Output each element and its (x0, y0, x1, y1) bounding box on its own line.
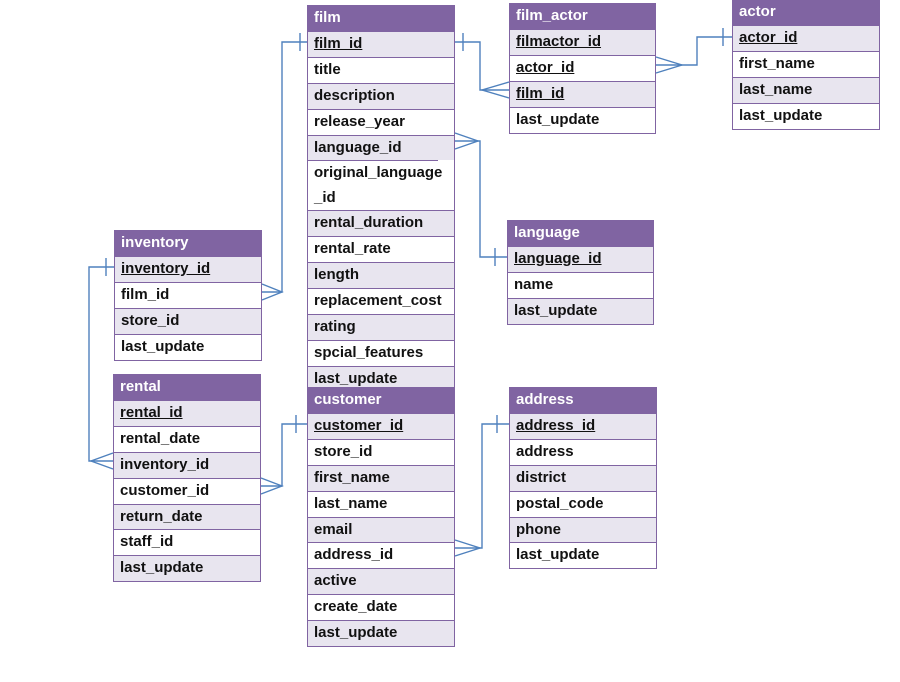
table-header: customer (308, 388, 454, 413)
table-header: film (308, 6, 454, 31)
field-customer-store-id: store_id (308, 438, 454, 465)
connector-film-inventory (262, 41, 307, 293)
field-film-replacement-cost: replacement_cost (308, 287, 454, 314)
field-film-actor-filmactor-id: filmactor_id (510, 28, 655, 55)
field-address-address: address (510, 438, 656, 465)
field-film-release-year: release_year (308, 108, 454, 135)
field-language-last-update: last_update (508, 297, 653, 324)
table-header: address (510, 388, 656, 413)
field-film-actor-actor-id: actor_id (510, 54, 655, 81)
many-mark-customer-address (454, 539, 483, 557)
field-film-language-id: language_id (308, 134, 454, 161)
field-film-actor-last-update: last_update (510, 106, 655, 133)
field-rental-customer-id: customer_id (114, 477, 260, 504)
field-language-name: name (508, 271, 653, 298)
field-customer-active: active (308, 568, 454, 595)
field-inventory-inventory-id: inventory_id (115, 255, 261, 282)
table-header: language (508, 221, 653, 246)
field-customer-email: email (308, 516, 454, 543)
field-film-rating: rating (308, 313, 454, 340)
connector-film-filmactor (455, 41, 509, 91)
table-actor: actor actor_id first_name last_name last… (732, 0, 880, 130)
connector-address-customer (455, 423, 509, 549)
table-header: inventory (115, 231, 261, 256)
field-address-district: district (510, 464, 656, 491)
field-rental-rental-id: rental_id (114, 399, 260, 426)
field-customer-last-update: last_update (308, 620, 454, 647)
field-inventory-last-update: last_update (115, 333, 261, 360)
field-film-actor-film-id: film_id (510, 80, 655, 107)
field-film-special-features: spcial_features (308, 339, 454, 366)
table-film-actor: film_actor filmactor_id actor_id film_id… (509, 3, 656, 134)
field-film-original-language-id: original_language _id (308, 160, 442, 210)
field-address-address-id: address_id (510, 412, 656, 439)
many-mark-inventory-film (261, 283, 284, 301)
table-customer: customer customer_id store_id first_name… (307, 387, 455, 648)
table-address: address address_id address district post… (509, 387, 657, 570)
many-mark-rental-customer (260, 477, 284, 495)
many-mark-film-language (454, 132, 481, 150)
field-rental-inventory-id: inventory_id (114, 451, 260, 478)
connector-language-film (455, 140, 507, 258)
field-rental-rental-date: rental_date (114, 425, 260, 452)
field-language-language-id: language_id (508, 245, 653, 272)
field-film-title: title (308, 56, 454, 83)
field-inventory-store-id: store_id (115, 307, 261, 334)
field-customer-create-date: create_date (308, 594, 454, 620)
many-mark-rental-inventory (88, 452, 114, 470)
field-customer-address-id: address_id (308, 542, 454, 568)
table-header: rental (114, 375, 260, 400)
field-actor-first-name: first_name (733, 50, 879, 77)
field-actor-last-name: last_name (733, 76, 879, 103)
field-address-phone: phone (510, 516, 656, 543)
connector-customer-rental (261, 423, 307, 487)
table-header: actor (733, 0, 879, 25)
field-actor-actor-id: actor_id (733, 24, 879, 51)
field-address-postal-code: postal_code (510, 490, 656, 517)
many-mark-filmactor-film (479, 81, 510, 99)
field-film-film-id: film_id (308, 30, 454, 57)
connector-actor-filmactor (656, 36, 732, 66)
field-customer-first-name: first_name (308, 464, 454, 491)
field-film-rental-rate: rental_rate (308, 236, 454, 262)
field-customer-last-name: last_name (308, 490, 454, 517)
field-rental-staff-id: staff_id (114, 529, 260, 555)
table-inventory: inventory inventory_id film_id store_id … (114, 230, 262, 361)
connector-inventory-rental (88, 266, 114, 462)
table-header: film_actor (510, 4, 655, 29)
field-film-rental-duration: rental_duration (308, 210, 454, 237)
field-address-last-update: last_update (510, 542, 656, 568)
field-film-length: length (308, 262, 454, 288)
field-rental-last-update: last_update (114, 555, 260, 582)
field-inventory-film-id: film_id (115, 281, 261, 308)
field-film-description: description (308, 82, 454, 109)
many-mark-filmactor-actor (655, 56, 685, 74)
table-language: language language_id name last_update (507, 220, 654, 325)
table-film: film film_id title description release_y… (307, 5, 455, 393)
table-rental: rental rental_id rental_date inventory_i… (113, 374, 261, 583)
field-actor-last-update: last_update (733, 102, 879, 129)
field-rental-return-date: return_date (114, 503, 260, 530)
field-customer-customer-id: customer_id (308, 412, 454, 439)
